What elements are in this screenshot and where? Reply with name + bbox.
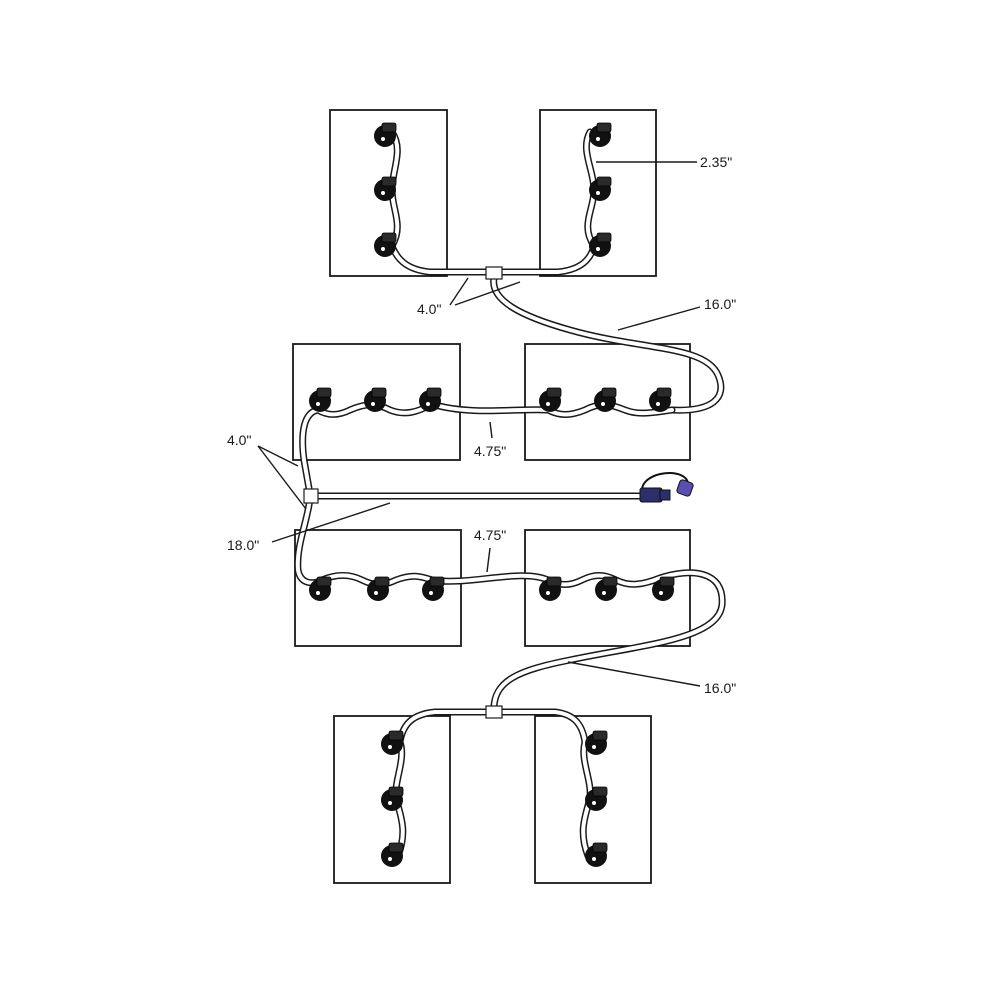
tee-fittings [303,266,503,719]
dimension-label: 16.0" [704,296,736,312]
vent-cap-icon [364,387,387,412]
dimension-labels: 2.35" 4.0" 16.0" 4.0" 4.75" 18.0" 4.75" … [227,154,736,696]
dimension-label: 4.75" [474,527,506,543]
vent-caps [309,122,675,867]
vent-cap-icon [381,730,404,755]
vent-cap-icon [652,576,675,601]
vent-cap-icon [422,576,445,601]
vent-cap-icon [594,387,617,412]
batteries [292,109,691,884]
vent-cap-icon [374,122,397,147]
vent-cap-icon [585,786,608,811]
battery-upper-left [292,343,461,461]
tee-fitting-icon [485,266,503,280]
vent-cap-icon [419,387,442,412]
inlet-connector-icon [639,472,694,503]
vent-cap-icon [381,786,404,811]
vent-cap-icon [381,842,404,867]
tube-bottom-left [392,708,496,860]
dimension-label: 4.75" [474,443,506,459]
battery-bottom-right [534,715,652,884]
vent-cap-icon [309,387,332,412]
tube-bottom-right [492,708,594,860]
vent-cap-icon [595,576,618,601]
vent-cap-icon [589,122,612,147]
battery-top-left [329,109,448,277]
vent-cap-icon [309,576,332,601]
battery-lower-left [294,529,462,647]
vent-cap-icon [649,387,672,412]
dimension-label: 4.0" [417,301,441,317]
vent-cap-icon [589,176,612,201]
battery-lower-right [524,529,691,647]
tee-fitting-icon [303,488,319,504]
leader-lines [257,161,701,687]
vent-cap-icon [589,232,612,257]
dimension-label: 18.0" [227,537,259,553]
vent-cap-icon [539,576,562,601]
tubing [294,128,726,860]
tube-top-right [490,128,598,276]
dimension-label: 2.35" [700,154,732,170]
tube-top-left [388,128,496,276]
tee-fitting-icon [485,705,503,719]
battery-upper-right [524,343,691,461]
vent-cap-icon [585,730,608,755]
vent-cap-icon [367,576,390,601]
vent-cap-icon [374,176,397,201]
battery-bottom-left [333,715,451,884]
dimension-label: 16.0" [704,680,736,696]
battery-top-right [539,109,657,277]
vent-cap-icon [585,842,608,867]
dimension-label: 4.0" [227,432,251,448]
vent-cap-icon [374,232,397,257]
vent-cap-icon [539,387,562,412]
